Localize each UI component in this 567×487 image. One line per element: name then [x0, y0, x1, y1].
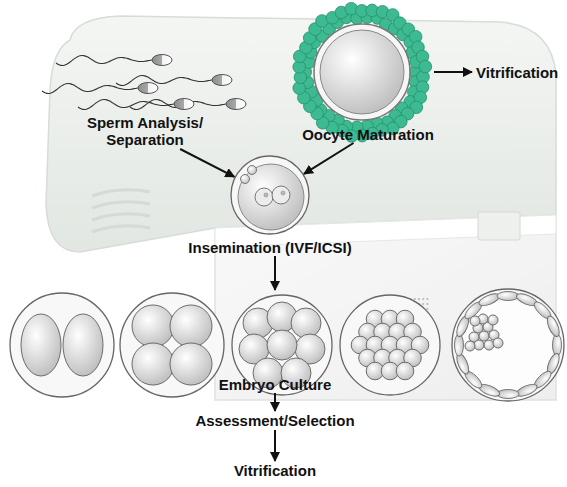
pronucleus: [272, 186, 290, 204]
inner-cell-mass: [479, 331, 489, 341]
trophectoderm-cell: [477, 291, 501, 308]
nucleolus: [281, 191, 285, 195]
device-grip: [92, 226, 150, 232]
step-label: Sperm Analysis/ Separation: [80, 113, 210, 149]
vent-dot: [426, 298, 428, 300]
polar-body: [248, 166, 257, 175]
trophectoderm-cell: [497, 292, 519, 301]
inner-cell-mass: [465, 341, 475, 351]
vent-dot: [426, 303, 428, 305]
nucleolus: [264, 193, 268, 197]
zygote-outline: [230, 155, 310, 235]
device-slot: [478, 212, 520, 240]
oocyte-cytoplasm: [320, 30, 404, 114]
step-text: Oocyte Maturation: [302, 126, 434, 143]
blastomere: [170, 343, 212, 385]
flow-arrow: [274, 256, 276, 290]
embryo-zona: [10, 293, 114, 397]
blastomere: [291, 308, 321, 338]
zygote-node: Insemination (IVF/ICSI): [230, 155, 310, 235]
step-text: Assessment/Selection: [195, 412, 354, 429]
flow-arrow: [274, 430, 276, 461]
pronucleus: [255, 188, 273, 206]
step-text: Embryo Culture: [219, 376, 332, 393]
trophectoderm-cell: [545, 314, 562, 338]
flow-arrow: [304, 143, 354, 174]
vent-dot: [426, 308, 428, 310]
step-text: Vitrification: [234, 462, 316, 479]
morula-cell: [396, 362, 414, 380]
embryo-zona: [452, 289, 564, 401]
step-label: Vitrification: [210, 461, 340, 480]
device-grip: [92, 214, 150, 220]
flow-arrow: [274, 393, 276, 411]
sperm-tail: [42, 83, 138, 93]
device-grip: [92, 190, 150, 196]
sperm-tail: [116, 75, 212, 85]
sperm-head: [226, 99, 246, 110]
inner-cell-mass: [484, 340, 494, 350]
embryo-row: Embryo Culture: [0, 290, 550, 393]
blastomere: [21, 314, 61, 376]
sperm-tail: [78, 99, 174, 109]
embryo-zona: [120, 293, 224, 397]
vent-dot: [414, 298, 416, 300]
inner-cell-mass: [474, 340, 484, 350]
blastomere: [63, 314, 103, 376]
vent-dot: [422, 303, 424, 305]
inner-cell-mass: [470, 316, 480, 326]
inner-cell-mass: [488, 315, 498, 325]
step-label: Oocyte Maturation: [288, 125, 448, 143]
flow-arrow: [180, 149, 234, 177]
sperm-head: [212, 75, 232, 86]
sperm-head: [138, 83, 158, 94]
cumulus-cell: [419, 60, 432, 73]
blastomere: [132, 305, 174, 347]
cell-illustrations: [10, 2, 564, 401]
sperm-tail: [56, 55, 152, 65]
blastomere: [132, 343, 174, 385]
step-label-text: Vitrification: [476, 64, 558, 81]
trophectoderm-cell: [454, 352, 471, 376]
polar-body: [241, 175, 250, 184]
step-text: Insemination (IVF/ICSI): [188, 239, 351, 256]
trophectoderm-cell: [553, 334, 562, 356]
zona-pellucida: [231, 156, 309, 234]
vent-dot: [418, 298, 420, 300]
sperm-head: [174, 99, 194, 110]
step-label: Assessment/Selection: [185, 411, 365, 430]
zygote-cytoplasm: [238, 164, 304, 230]
blastomere: [267, 330, 297, 360]
device-shell: [46, 16, 556, 252]
vent-dot: [422, 298, 424, 300]
vitrification-arrow: [434, 71, 472, 73]
sperm-head: [152, 55, 172, 66]
embryo-zona: [340, 295, 440, 395]
trophectoderm-cell: [455, 334, 464, 356]
trophectoderm-cell: [497, 390, 519, 399]
device-grip: [92, 202, 150, 208]
zona-pellucida: [314, 24, 410, 120]
step-text: Sperm Analysis/ Separation: [80, 114, 210, 148]
trophectoderm-cell: [515, 382, 539, 399]
inner-cell-mass: [493, 338, 503, 348]
blastocoel: [463, 300, 553, 390]
blastomere: [170, 305, 212, 347]
